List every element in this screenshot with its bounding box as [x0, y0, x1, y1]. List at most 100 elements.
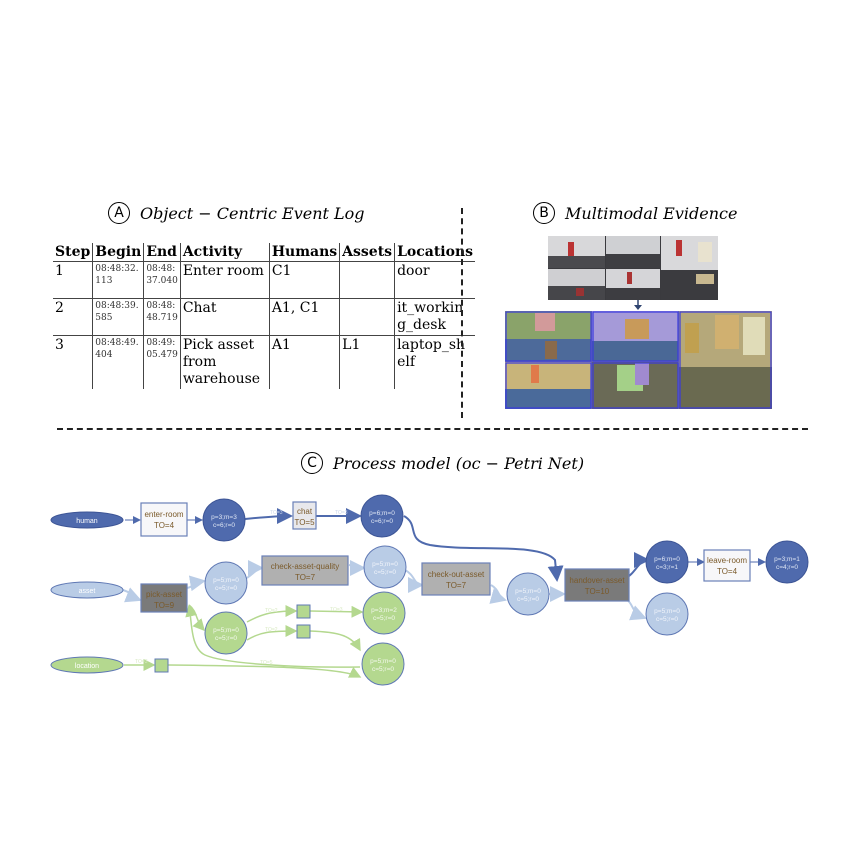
- horizontal-divider: [57, 428, 808, 430]
- place-line1: p=6;m=0: [654, 556, 680, 563]
- header-end: End: [143, 243, 181, 262]
- activity-line: warehouse: [182, 371, 261, 387]
- place-l2: p=3;m=2 c=5;r=0: [362, 591, 406, 635]
- arc: [186, 575, 206, 592]
- object-type-label: human: [76, 518, 98, 525]
- transition-label: enter-room: [144, 510, 183, 519]
- arc: [309, 630, 361, 652]
- cell-assets: [339, 261, 395, 299]
- place-l1: p=5;m=0 c=5;r=0: [204, 611, 248, 655]
- arc: [403, 515, 564, 582]
- cell-assets: [339, 298, 395, 336]
- transition-timeout: TO=9: [154, 601, 175, 610]
- segmented-frames-image: [505, 311, 772, 409]
- location-line: laptop_sh: [397, 337, 466, 353]
- place-line2: c=5;r=0: [215, 585, 237, 592]
- section-b-badge: B: [533, 202, 555, 224]
- arc: [309, 605, 364, 618]
- cell-begin: 08:48:32. 113: [92, 261, 144, 299]
- end-line: 08:48:: [146, 301, 176, 311]
- cell-humans: A1: [268, 335, 340, 389]
- human-arcs: [125, 508, 766, 582]
- arc: [122, 587, 142, 603]
- cell-humans: C1: [268, 261, 340, 299]
- arc: [246, 605, 298, 623]
- place-line2: c=5;r=0: [374, 569, 396, 576]
- header-assets: Assets: [339, 243, 395, 262]
- cell-step: 1: [53, 261, 93, 299]
- arc: [185, 604, 361, 668]
- transition-timeout: TO=4: [717, 567, 738, 576]
- section-b-heading: Multimodal Evidence: [565, 203, 738, 223]
- place-line1: p=5;m=0: [654, 608, 680, 615]
- location-transition: [296, 624, 311, 639]
- arc-label: TO=3: [330, 607, 343, 613]
- place-l3: p=5;m=0 c=5;r=0: [361, 642, 405, 686]
- place-line1: p=3;m=1: [774, 556, 800, 563]
- arc-label: TO=3: [335, 510, 348, 516]
- cell-humans: A1, C1: [268, 298, 340, 336]
- arc: [167, 664, 362, 678]
- transition-label: handover-asset: [569, 576, 625, 585]
- arc-label: TO=2: [265, 627, 278, 633]
- arc: [404, 569, 424, 593]
- place-line2: c=5;r=0: [215, 635, 237, 642]
- place-line2: c=6;r=0: [371, 518, 393, 525]
- end-line: 08:48:: [146, 264, 176, 274]
- activity-line: Chat: [182, 300, 217, 316]
- place-line2: c=5;r=0: [656, 616, 678, 623]
- location-line: it_workin: [397, 300, 464, 316]
- arc-label-group: TO=3 TO=3 TO=2 TO=2 TO=3 TO=3 TO=5: [135, 510, 348, 666]
- vertical-divider: [461, 208, 463, 418]
- transition-check-out-asset: check-out-asset TO=7: [421, 562, 491, 596]
- transition-label: check-out-asset: [428, 570, 485, 579]
- cell-begin: 08:48:39.585: [92, 298, 144, 336]
- event-log-table: Step Begin End Activity Humans Assets Lo…: [53, 243, 476, 389]
- place-a1: p=5;m=0 c=5;r=0: [204, 561, 248, 605]
- transition-timeout: TO=5: [294, 518, 315, 527]
- begin-line: 08:48:32.: [95, 264, 139, 274]
- place-line1: p=5;m=0: [370, 658, 396, 665]
- place-line2: c=5;r=0: [373, 615, 395, 622]
- object-type-human: human: [50, 511, 124, 529]
- end-line: 37.040: [146, 276, 178, 286]
- place-line1: p=5;m=0: [213, 577, 239, 584]
- object-type-label: location: [75, 663, 99, 670]
- place-h3: p=6;m=0 c=3;r=1: [645, 540, 689, 584]
- place-h4: p=3;m=1 c=4;r=0: [765, 540, 809, 584]
- activity-line: Pick asset: [182, 337, 255, 353]
- place-line1: p=3;m=2: [371, 607, 397, 614]
- cell-step: 2: [53, 298, 93, 336]
- transition-enter-room: enter-room TO=4: [140, 502, 188, 537]
- location-line: g_desk: [397, 317, 446, 333]
- arc: [489, 584, 507, 604]
- arrow-down-icon: [634, 300, 642, 310]
- cell-begin: 08:48:49.404: [92, 335, 144, 389]
- camera-frames-image: [548, 236, 718, 300]
- location-transition: [154, 658, 169, 673]
- arc: [246, 560, 264, 579]
- place-line1: p=5;m=0: [213, 627, 239, 634]
- arc-label: TO=3: [270, 510, 283, 516]
- section-b-title: B Multimodal Evidence: [533, 202, 737, 224]
- location-line: elf: [397, 354, 416, 370]
- place-h2: p=6;m=0 c=6;r=0: [360, 494, 404, 538]
- location-transition: [296, 604, 311, 619]
- transition-check-asset-quality: check-asset-quality TO=7: [261, 555, 349, 586]
- arc: [246, 625, 298, 641]
- place-line2: c=3;r=1: [656, 564, 678, 571]
- section-a-title: A Object − Centric Event Log: [108, 202, 365, 224]
- arc-label: TO=5: [260, 660, 273, 666]
- arc-label: TO=2: [265, 608, 278, 614]
- begin-line: 404: [95, 350, 113, 360]
- begin-line: 113: [95, 276, 113, 286]
- section-c-title: C Process model (oc − Petri Net): [301, 452, 584, 474]
- place-line2: c=4;r=0: [776, 564, 798, 571]
- transition-chat: chat TO=5: [292, 501, 317, 530]
- place-h1: p=3;m=3 c=6;r=0: [202, 498, 246, 542]
- transition-timeout: TO=10: [585, 587, 610, 596]
- begin-line: 585: [95, 313, 113, 323]
- transition-label: leave-room: [707, 556, 747, 565]
